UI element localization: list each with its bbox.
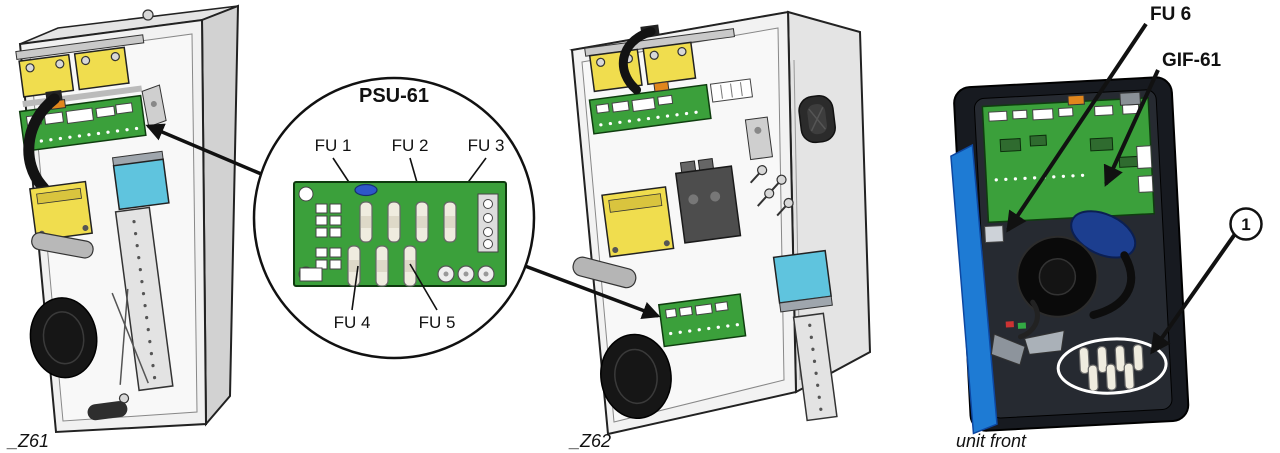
- psu61-title: PSU-61: [359, 85, 429, 107]
- black-capacitor-z62: [600, 333, 672, 420]
- rod: [119, 288, 129, 385]
- round-black-component: [1016, 235, 1099, 318]
- small-cable: [1017, 299, 1040, 340]
- yellow-module-left: [18, 53, 75, 98]
- fu5-leader-line: [409, 263, 438, 311]
- black-cable: [618, 26, 656, 95]
- round-terminals: [437, 265, 495, 283]
- cabinet-z62-illustration: [569, 10, 872, 436]
- gray-cylinder: [31, 232, 94, 259]
- rod: [111, 292, 149, 384]
- gif61-label: GIF-61: [1162, 50, 1222, 71]
- cabinet-z61-illustration: [15, 4, 240, 434]
- cabinet-z61-components: [15, 34, 174, 421]
- black-tube: [1089, 251, 1136, 319]
- transformer-z62: [601, 186, 675, 258]
- fuse-fu4: [347, 245, 361, 287]
- green-led: [1017, 322, 1027, 329]
- fuse-bank-item1: [1056, 337, 1168, 395]
- psu61-board: [293, 181, 507, 287]
- fu6-fuse-holder: [984, 225, 1004, 244]
- fu2-label: FU 2: [392, 136, 429, 155]
- fu3-label: FU 3: [468, 136, 505, 155]
- fu4-leader-line: [351, 265, 359, 311]
- control-board-z62: [588, 83, 712, 135]
- fuse-fu3: [443, 201, 457, 243]
- pin-connector-block: [709, 78, 754, 103]
- terminal-bar: [792, 312, 838, 422]
- connector-grid-bottom: [315, 247, 342, 270]
- bracket: [1023, 329, 1065, 355]
- contactor-block: [674, 158, 742, 244]
- small-connector: [299, 267, 323, 282]
- callout-arrow-to-z62: [524, 264, 661, 320]
- blue-jumper: [354, 183, 378, 197]
- item1-number: 1: [1241, 215, 1250, 234]
- lid-screw-icon: [142, 9, 154, 21]
- highlight-ellipse: [1056, 337, 1168, 395]
- fuse-fu1: [359, 201, 373, 243]
- fu6-label: FU 6: [1150, 4, 1191, 25]
- transformer-z61: [29, 180, 94, 242]
- terminal-strip-right: [477, 193, 499, 253]
- item1-arrow-line: [1150, 232, 1237, 355]
- fu4-label: FU 4: [334, 313, 371, 332]
- fuse-mid-bottom: [375, 245, 389, 287]
- blue-cylinder-component: [1070, 210, 1137, 259]
- blue-side-panel: [950, 143, 998, 435]
- cyan-component-z62: [772, 249, 833, 313]
- orange-connector: [653, 81, 670, 93]
- fu5-label: FU 5: [419, 313, 456, 332]
- top-rail: [15, 34, 145, 61]
- orange-connector: [1067, 94, 1085, 106]
- connector-grid-top: [315, 203, 342, 238]
- fuse-mid-top: [387, 201, 401, 243]
- gray-connector: [1119, 91, 1141, 106]
- cabinet-z62-components: [572, 24, 838, 422]
- metal-bracket: [744, 116, 774, 161]
- fu1-label: FU 1: [315, 136, 352, 155]
- bottom-pocket: [87, 401, 128, 421]
- metal-bracket: [141, 84, 167, 128]
- door-grip: [798, 95, 836, 144]
- yellow-module-right: [73, 46, 130, 91]
- cabinet-z61-side-panel: [200, 4, 240, 427]
- callout-arrow-to-z61: [145, 123, 267, 178]
- cyan-component-z61: [111, 150, 170, 211]
- caption-z61: _Z61: [6, 431, 49, 451]
- yellow-module-right: [642, 41, 697, 86]
- red-led: [1005, 321, 1014, 328]
- item1-circle: [1229, 207, 1263, 241]
- gif61-arrow-line: [1103, 69, 1160, 187]
- unit-front-labels: FU 6 GIF-61 1: [1006, 4, 1263, 355]
- gray-cylinder: [572, 256, 637, 289]
- unit-front-illustration: [950, 76, 1190, 435]
- caption-z62: _Z62: [568, 431, 611, 451]
- psu61-callout: PSU-61 FU 1 FU 2 FU 3: [252, 76, 536, 360]
- fuse-fu2: [415, 201, 429, 243]
- gif-board: [981, 91, 1155, 224]
- fu6-arrow-line: [1006, 22, 1148, 233]
- black-capacitor-z61: [29, 297, 98, 379]
- fuse-fu5: [403, 245, 417, 287]
- caption-unit-front: unit front: [956, 431, 1027, 451]
- bracket: [990, 333, 1026, 366]
- psu-board-z62: [657, 293, 747, 348]
